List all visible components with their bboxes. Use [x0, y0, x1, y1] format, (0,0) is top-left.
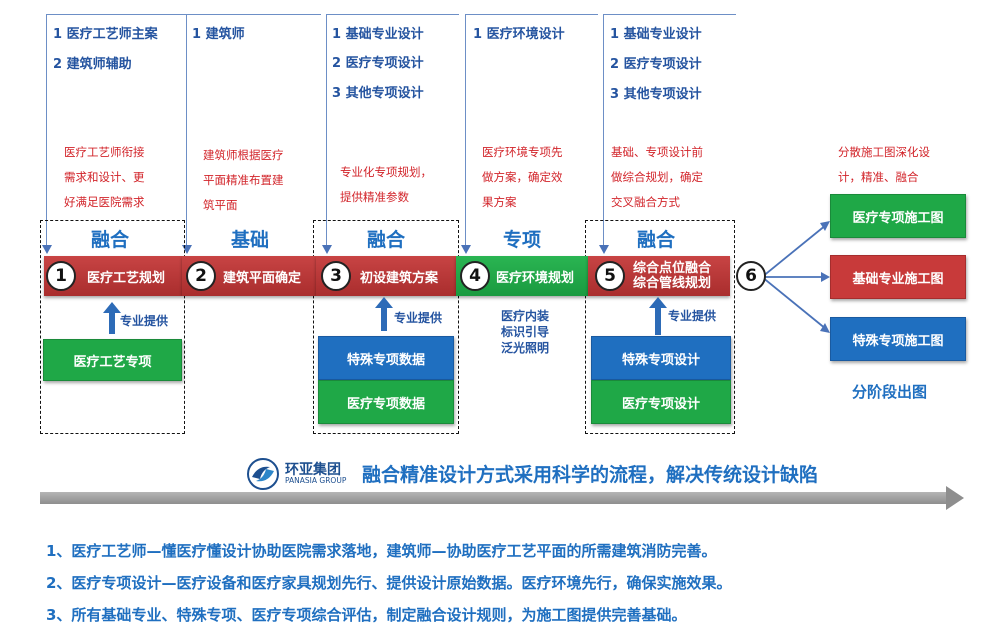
column-1-item-1: 1 医疗工艺师主案 [53, 27, 158, 42]
column-5-item-1: 1 基础专业设计 [610, 27, 702, 42]
summary-line-3: 3、所有基础专业、特殊专项、医疗专项综合评估，制定融合设计规则，为施工图提供完善… [46, 606, 687, 624]
support-label-5: 专业提供 [668, 309, 717, 323]
column-4-arrow [461, 245, 471, 254]
phase-label-4: 专项 [502, 229, 541, 251]
column-5-bracket [603, 14, 736, 247]
column-3-item-3: 3 其他专项设计 [332, 86, 424, 101]
column-3-item-2: 2 医疗专项设计 [332, 56, 424, 71]
step-2-label: 建筑平面确定 [222, 270, 301, 286]
column-2-bracket [186, 14, 321, 247]
timeline-arrow-head [946, 486, 964, 510]
step-5-label: 综合点位融合 综合管线规划 [632, 261, 711, 291]
column-1-arrow [42, 245, 52, 254]
column-2-item-1: 1 建筑师 [192, 27, 245, 42]
phase-label-3: 融合 [366, 229, 405, 251]
column-4-description: 医疗环境专项先 做方案，确定效 果方案 [482, 145, 563, 209]
column-2-description: 建筑师根据医疗 平面精准布置建 筑平面 [203, 148, 284, 212]
support-box-special-design: 特殊专项设计 [591, 336, 731, 380]
step-2-number: 2 [186, 261, 216, 291]
fusion-group-5-outline [585, 220, 735, 434]
column-5-description: 基础、专项设计前 做综合规划，确定 交叉融合方式 [611, 145, 703, 209]
support-arrow-5 [655, 307, 661, 335]
output-arrows [761, 221, 830, 333]
column-1-item-2: 2 建筑师辅助 [53, 57, 132, 72]
column-5-item-3: 3 其他专项设计 [610, 87, 702, 102]
step-4-label: 医疗环境规划 [495, 270, 574, 286]
column-3-item-1: 1 基础专业设计 [332, 27, 424, 42]
support-box-medical-data: 医疗专项数据 [318, 380, 454, 424]
column-1-bracket [46, 14, 187, 247]
column-2-arrow [182, 245, 192, 254]
support-arrow-1 [109, 312, 115, 334]
phase-label-5: 融合 [636, 229, 675, 251]
column-3-description: 专业化专项规划， 提供精准参数 [340, 165, 432, 204]
phase-label-2: 基础 [230, 229, 269, 251]
output-special-drawing: 特殊专项施工图 [830, 317, 966, 361]
column-4-note: 医疗内装 标识引导 泛光照明 [500, 309, 549, 355]
phase-label-1: 融合 [90, 229, 129, 251]
support-label-1: 专业提供 [120, 314, 169, 328]
output-caption: 分阶段出图 [852, 383, 928, 401]
column-3-bracket [326, 14, 459, 247]
column-5-item-2: 2 医疗专项设计 [610, 57, 702, 72]
fusion-group-1-outline [40, 220, 185, 434]
timeline-arrow-bar [40, 492, 948, 504]
slogan: 融合精准设计方式采用科学的流程，解决传统设计缺陷 [362, 464, 819, 486]
support-arrow-5-head [649, 297, 667, 308]
step-5-number: 5 [595, 261, 625, 291]
logo-icon [247, 458, 279, 490]
output-medical-drawing: 医疗专项施工图 [830, 194, 966, 238]
column-3-arrow [322, 245, 332, 254]
logo-text-en: PANASIA GROUP [285, 476, 347, 485]
column-1-description: 医疗工艺师衔接 需求和设计、更 好满足医院需求 [64, 145, 145, 209]
step-1-number: 1 [46, 261, 76, 291]
step-3-label: 初设建筑方案 [359, 270, 438, 286]
support-arrow-3-head [375, 297, 393, 308]
right-description: 分散施工图深化设 计，精准、融合 [838, 145, 930, 184]
support-box-medical-design: 医疗专项设计 [591, 380, 731, 424]
support-arrow-1-head [103, 302, 121, 313]
step-1-label: 医疗工艺规划 [86, 270, 165, 286]
fusion-group-3-outline [313, 220, 459, 434]
support-box-special-data: 特殊专项数据 [318, 336, 454, 380]
support-box-medical-process: 医疗工艺专项 [43, 339, 182, 381]
column-4-item-1: 1 医疗环境设计 [473, 27, 565, 42]
step-3-number: 3 [321, 261, 351, 291]
support-arrow-3 [381, 307, 387, 331]
step-4-number: 4 [460, 261, 490, 291]
logo-text-cn: 环亚集团 [285, 462, 341, 478]
summary-line-2: 2、医疗专项设计—医疗设备和医疗家具规划先行、提供设计原始数据。医疗环境先行，确… [46, 574, 732, 592]
column-5-arrow [599, 245, 609, 254]
step-6-number: 6 [736, 261, 766, 291]
summary-line-1: 1、医疗工艺师—懂医疗懂设计协助医院需求落地，建筑师—协助医疗工艺平面的所需建筑… [46, 542, 717, 560]
column-4-bracket [465, 14, 598, 247]
support-label-3: 专业提供 [394, 311, 443, 325]
output-basic-drawing: 基础专业施工图 [830, 255, 966, 299]
